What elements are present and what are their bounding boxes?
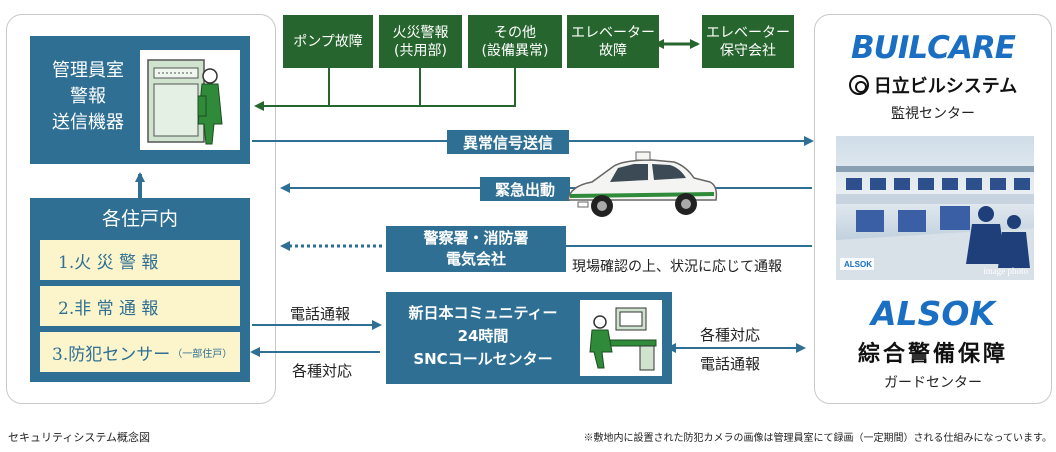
call-center-illustration: [580, 300, 662, 376]
unit-item-label: 1.火 災 警 報: [58, 252, 159, 273]
guard-center-label: ガードセンター: [884, 375, 982, 391]
operator-desk-icon: [589, 307, 657, 371]
alarm-transmitter-label: 管理員室 警報 送信機器: [52, 60, 124, 133]
snc-call-center-box: 新日本コミュニティー 24時間 SNCコールセンター: [386, 292, 672, 384]
elevator-maintenance-company: エレベーター 保守会社: [702, 15, 794, 68]
device-operator-icon: [147, 59, 223, 145]
unit-item-fire-alarm: 1.火 災 警 報: [40, 240, 240, 280]
unit-item-security-sensor: 3.防犯センサー （一部住戸）: [40, 332, 240, 372]
alsok-company-name: 綜合警備保障: [857, 342, 1008, 367]
image-photo-caption: image photo: [983, 266, 1028, 276]
snc-call-center-label: 新日本コミュニティー 24時間 SNCコールセンター: [408, 304, 558, 368]
monitoring-center-photo: ALSOK image photo: [836, 136, 1034, 280]
hitachi-logo: 日立ビルシステム: [873, 76, 1018, 97]
alsok-logo: ALSOK: [871, 294, 995, 333]
unit-item-label: 3.防犯センサー: [52, 344, 171, 365]
trigger-elevator-failure: エレベーター 故障: [567, 15, 659, 68]
phone-report-label-left: 電話通報: [290, 305, 351, 323]
alarm-device-illustration: [140, 50, 240, 150]
patrol-car-icon: [567, 151, 718, 217]
trigger-other-equipment: その他 (設備異常): [468, 15, 562, 68]
abnormal-signal-tag: 異常信号送信: [447, 130, 569, 154]
emergency-dispatch-tag: 緊急出動: [480, 177, 570, 201]
hitachi-logo-row: 日立ビルシステム: [822, 72, 1044, 98]
camera-recording-note: ※敷地内に設置された防犯カメラの画像は管理員室にて録画（一定期間）される仕組みに…: [583, 433, 1053, 444]
trigger-fire-alarm: 火災警報 (共用部): [379, 15, 462, 68]
unit-item-emergency-call: 2.非 常 通 報: [40, 286, 240, 326]
police-fire-electric-box: 警察署・消防署 電気会社: [386, 226, 566, 272]
hitachi-mark-icon: [848, 75, 869, 95]
responses-label-right: 各種対応: [700, 326, 761, 344]
phone-report-label-right: 電話通報: [700, 355, 761, 373]
police-fire-electric-label: 警察署・消防署 電気会社: [423, 229, 529, 268]
alarm-transmitter-box: 管理員室 警報 送信機器: [30, 36, 250, 164]
unit-item-label: 2.非 常 通 報: [58, 298, 159, 319]
builcare-logo: BUILCARE: [851, 30, 1016, 66]
trigger-pump-failure: ポンプ故障: [283, 15, 373, 68]
units-title: 各住戸内: [101, 208, 178, 230]
svg-text:ALSOK: ALSOK: [844, 260, 872, 269]
diagram-caption: セキュリティシステム概念図: [8, 431, 151, 444]
police-report-note: 現場確認の上、状況に応じて通報: [572, 259, 782, 275]
responses-label-left: 各種対応: [292, 362, 353, 380]
monitoring-center-label: 監視センター: [891, 106, 975, 122]
unit-item-note: （一部住戸）: [172, 348, 233, 360]
control-room-image: ALSOK: [836, 166, 1034, 280]
